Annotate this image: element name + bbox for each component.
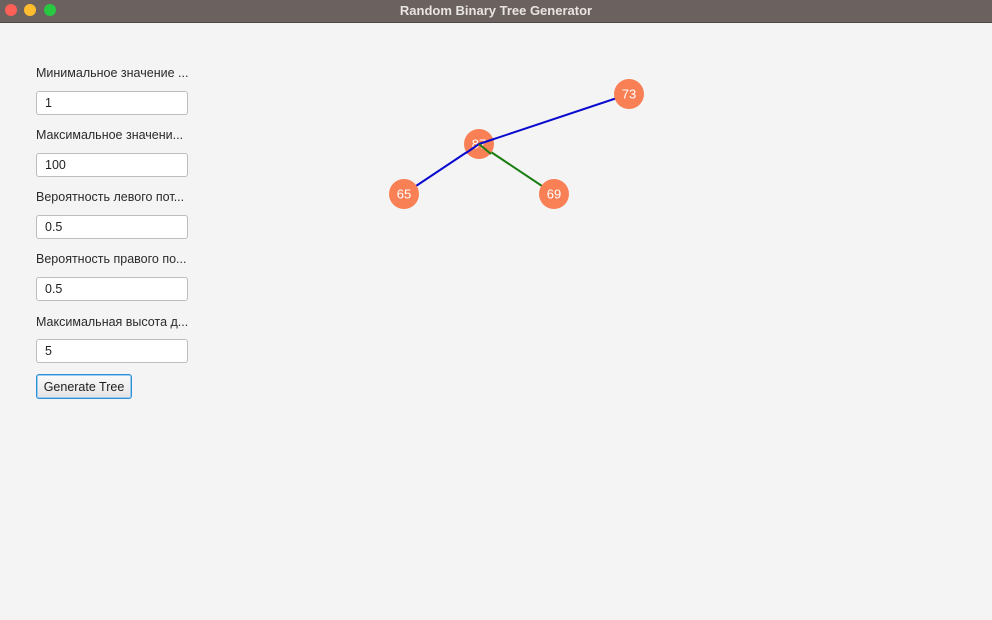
title-bar[interactable]: Random Binary Tree Generator [0, 0, 992, 23]
tree-node-label: 73 [622, 87, 636, 102]
tree-edge-right [478, 143, 555, 195]
left-probability-input[interactable] [36, 215, 188, 239]
tree-node-label: 69 [547, 187, 561, 202]
max-height-input[interactable] [36, 339, 188, 363]
tree-edge-right [478, 138, 495, 145]
tree-canvas: 73 87 65 69 [389, 79, 644, 209]
left-probability-label: Вероятность левого пот... [36, 190, 185, 204]
close-window-button[interactable] [5, 4, 17, 16]
tree-edge-left [465, 143, 480, 154]
tree-node: 65 [389, 179, 419, 209]
max-value-label: Максимальное значени... [36, 128, 184, 142]
maximize-window-button[interactable] [44, 4, 56, 16]
right-probability-label: Вероятность правого по... [36, 252, 187, 266]
max-value-input[interactable] [36, 153, 188, 177]
min-value-label: Минимальное значение ... [36, 66, 189, 80]
right-probability-input[interactable] [36, 277, 188, 301]
tree-node: 69 [539, 179, 569, 209]
tree-node-circle [389, 179, 419, 209]
tree-node-circle [614, 79, 644, 109]
tree-edge-right [478, 93, 630, 145]
tree-node-circle [539, 179, 569, 209]
max-height-label: Максимальная высота д... [36, 315, 189, 329]
tree-edge-right [478, 143, 492, 155]
tree-node-label: 65 [397, 187, 411, 202]
tree-node: 73 [614, 79, 644, 109]
generate-tree-button[interactable]: Generate Tree [36, 374, 132, 399]
window-title: Random Binary Tree Generator [399, 3, 593, 18]
min-value-input[interactable] [36, 91, 188, 115]
minimize-window-button[interactable] [24, 4, 36, 16]
